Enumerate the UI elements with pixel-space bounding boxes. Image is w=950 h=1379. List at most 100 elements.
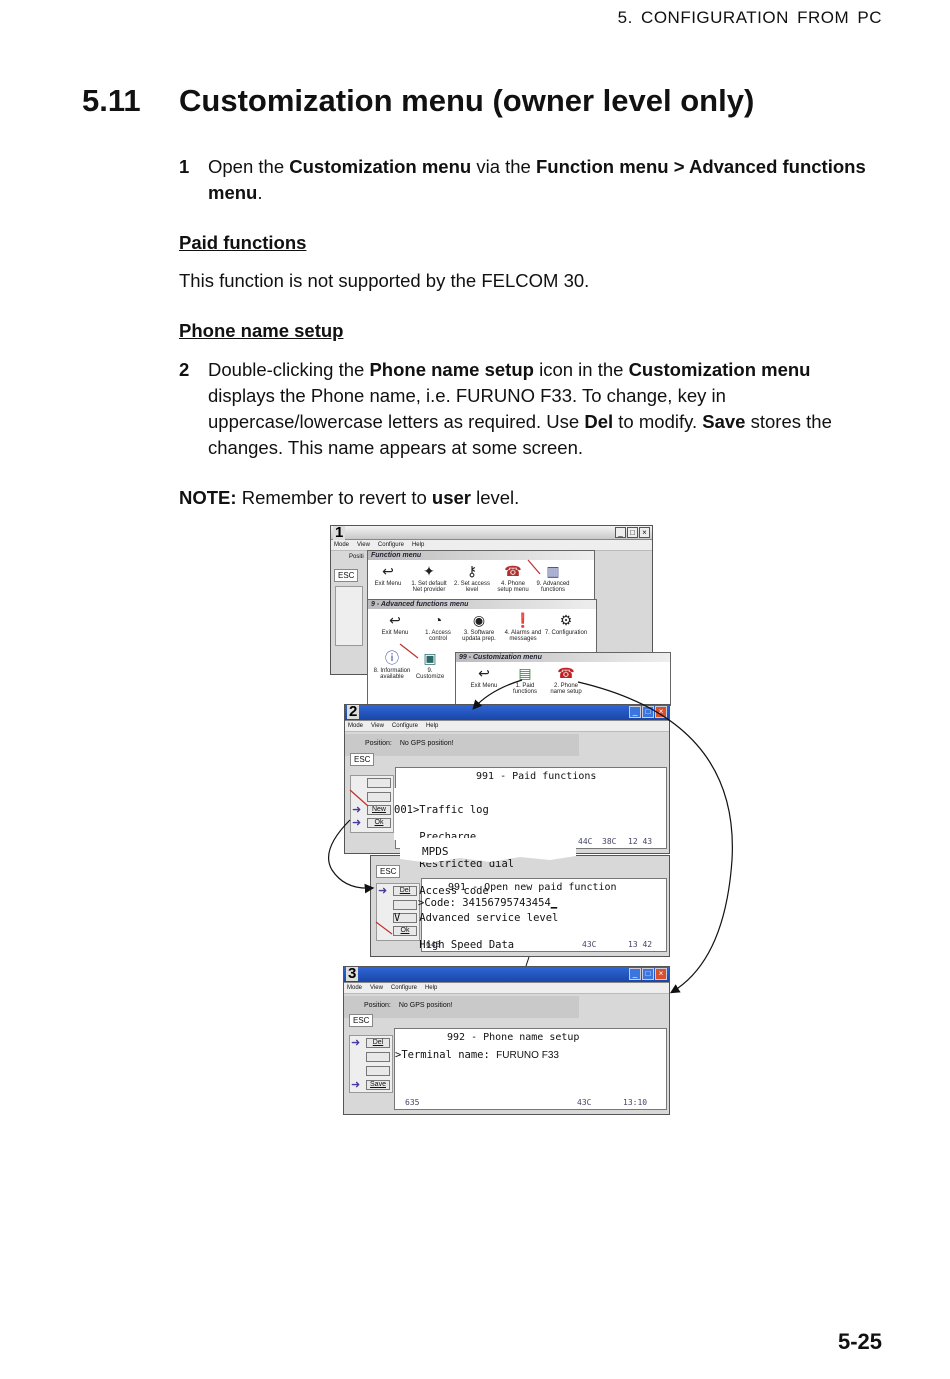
arrow-right-icon: ➜ (378, 885, 388, 897)
list-item[interactable]: 001>Traffic log (394, 804, 489, 816)
menu-item-label: 3. Software updata prep. (462, 630, 496, 642)
position-label: Positi (349, 554, 364, 560)
paid-functions-list: 001>Traffic log Precharge Restricted dia… (394, 788, 576, 950)
menu-item-exit[interactable]: ↩Exit Menu (374, 612, 416, 636)
side-button-blank[interactable] (367, 792, 391, 802)
status-time: 13 42 (628, 940, 653, 949)
menu-mode[interactable]: Mode (334, 542, 350, 548)
code-line: >Code: 34156795743454▁ (418, 897, 557, 909)
menu-item-software[interactable]: ◉3. Software updata prep. (456, 612, 502, 642)
save-button[interactable]: Save (366, 1080, 390, 1090)
list-item[interactable]: High Speed Data (394, 939, 515, 951)
section-number: 5.11 (82, 83, 141, 118)
list-item[interactable]: V Advanced service level (394, 912, 559, 924)
app-window-open-function: ESC ➜ Del Ok 991 - Open new paid functio… (370, 855, 670, 957)
exit-arrow-icon: ↩ (389, 612, 401, 628)
menu-item-customize[interactable]: ▣9. Customize (414, 650, 446, 680)
menu-configure[interactable]: Configure (377, 542, 404, 548)
menu-item-label: 9. Advanced functions (536, 581, 570, 593)
terminal-name-label: >Terminal name: (395, 1049, 497, 1061)
menu-item-phone-setup[interactable]: ☎4. Phone setup menu (494, 563, 532, 593)
menu-item-exit[interactable]: ↩Exit Menu (464, 665, 504, 689)
status-value: 643 (426, 940, 441, 949)
menu-item-exit[interactable]: ↩Exit Menu (370, 563, 406, 587)
list-item[interactable]: Access code (394, 885, 489, 897)
note: NOTE: Remember to revert to user level. (179, 485, 879, 511)
step-2: 2 Double-clicking the Phone name setup i… (179, 357, 879, 461)
menu-configure[interactable]: Configure (391, 723, 418, 729)
ok-button[interactable]: Ok (367, 818, 391, 828)
step-text: stores the changes. This name appears at… (208, 411, 832, 458)
menu-help[interactable]: Help (425, 723, 439, 729)
list-item[interactable]: Precharge (394, 831, 477, 843)
step-number: 1 (179, 156, 190, 177)
esc-button[interactable]: ESC (334, 569, 359, 582)
menu-item-alarms[interactable]: ❗4. Alarms and messages (502, 612, 544, 642)
menu-item-label: Exit Menu (470, 683, 498, 689)
side-button-blank[interactable] (366, 1066, 390, 1076)
step-text: displays the Phone name, i.e. FURUNO F33… (208, 385, 726, 432)
step-badge: 2 (347, 704, 360, 720)
menu-help[interactable]: Help (411, 542, 425, 548)
menu-item-configuration[interactable]: ⚙7. Configuration (544, 612, 588, 636)
screen-title: 992 - Phone name setup (447, 1032, 580, 1043)
customization-menu: 99 - Customization menu ↩Exit Menu ▤1. P… (455, 652, 671, 706)
connector-arrow (472, 679, 523, 710)
minimize-icon[interactable]: _ (629, 706, 641, 718)
menu-item-access-control[interactable]: ◔1. Access control (420, 612, 456, 642)
window-titlebar: 3 _ □ × (344, 967, 669, 983)
menu-item-phone-name[interactable]: ☎2. Phone name setup (546, 665, 586, 695)
esc-button[interactable]: ESC (350, 753, 375, 766)
step-text: . (257, 182, 263, 203)
step-bold: Save (702, 411, 746, 432)
side-button-blank[interactable] (393, 913, 417, 923)
step-text: via the (471, 156, 536, 177)
side-button-blank[interactable] (393, 900, 417, 910)
code-input[interactable]: 34156795743454 (462, 897, 551, 909)
menu-item-net-provider[interactable]: ✦1. Set default Net provider (408, 563, 450, 593)
menu-view[interactable]: View (370, 985, 383, 991)
maximize-icon[interactable]: □ (627, 527, 638, 538)
close-icon[interactable]: × (639, 527, 650, 538)
pointer-arrow (527, 559, 541, 575)
menu-item-access-level[interactable]: ⚷2. Set access level (452, 563, 492, 593)
minimize-icon[interactable]: _ (615, 527, 626, 538)
list-item[interactable]: Restricted dial (394, 858, 515, 870)
menu-help[interactable]: Help (424, 985, 438, 991)
satellite-icon: ✦ (423, 563, 435, 579)
menu-view[interactable]: View (357, 542, 370, 548)
note-text: level. (470, 487, 520, 508)
step-text: Open the (208, 156, 290, 177)
minimize-icon[interactable]: _ (629, 968, 641, 980)
terminal-name-input[interactable]: FURUNO F33 (496, 1050, 559, 1061)
warning-icon: ❗ (514, 612, 532, 628)
list-item-mpds[interactable]: MPDS (422, 845, 449, 858)
del-button[interactable]: Del (393, 886, 417, 896)
ok-button[interactable]: Ok (393, 926, 417, 936)
maximize-icon[interactable]: □ (642, 968, 654, 980)
screen-title: 991 - Paid functions (476, 771, 597, 782)
menu-mode[interactable]: Mode (348, 723, 364, 729)
menu-view[interactable]: View (371, 723, 384, 729)
side-button-blank[interactable] (366, 1052, 390, 1062)
phone-name-heading: Phone name setup (179, 320, 344, 341)
esc-button[interactable]: ESC (349, 1014, 374, 1027)
menu-item-paid-functions[interactable]: ▤1. Paid functions (508, 665, 542, 695)
menu-item-advanced[interactable]: ▥9. Advanced functions (534, 563, 572, 593)
side-button-blank[interactable] (367, 778, 391, 788)
step-bold: Del (584, 411, 614, 432)
close-icon[interactable]: × (655, 968, 667, 980)
menu-mode[interactable]: Mode (347, 985, 363, 991)
new-button[interactable]: New (367, 805, 391, 815)
menu-item-label: 1. Access control (425, 630, 451, 642)
step-bold: Phone name setup (369, 359, 534, 380)
esc-button[interactable]: ESC (376, 865, 401, 878)
connector-arrow (577, 681, 733, 994)
menu-configure[interactable]: Configure (390, 985, 417, 991)
terminal-name-line: >Terminal name: FURUNO F33 (395, 1049, 559, 1061)
position-label: Position: (364, 1002, 391, 1009)
del-button[interactable]: Del (366, 1038, 390, 1048)
phone-icon: ☎ (557, 665, 575, 681)
